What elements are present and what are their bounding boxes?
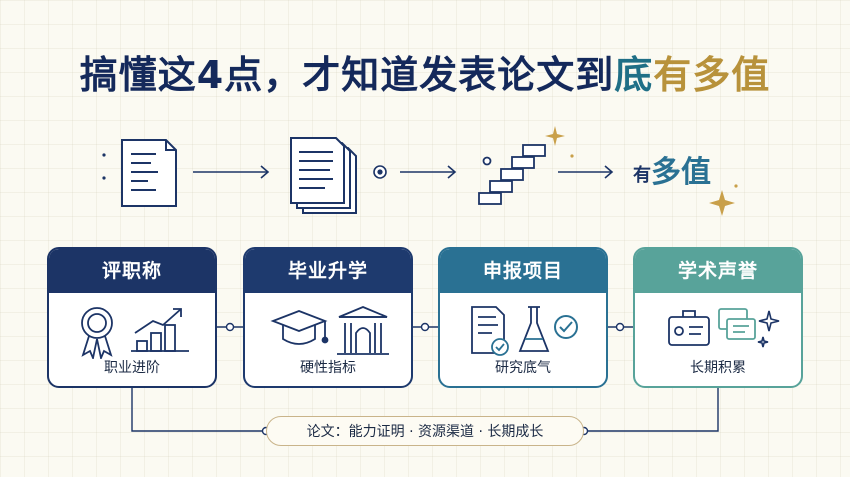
card-subtitle: 长期积累 (690, 360, 746, 376)
dot-decoration (734, 184, 738, 188)
id-card-icon (668, 310, 710, 346)
university-building-icon (337, 306, 389, 355)
card-subtitle: 硬性指标 (300, 360, 356, 376)
process-flow: 有 多值 (102, 126, 738, 216)
arrow-right-icon (558, 165, 614, 179)
card-header: 学术声誉 (635, 249, 801, 293)
sparkle-icon (545, 126, 565, 146)
single-page-document-icon (121, 139, 177, 207)
card-academic-reputation: 学术声誉 长期积累 (633, 247, 803, 388)
card-graduation: 毕业升学 硬性指标 (243, 247, 413, 388)
document-stack-icon (290, 137, 357, 214)
card-icons (270, 306, 389, 355)
rising-bar-chart-icon (131, 308, 189, 352)
card-icons (81, 307, 189, 359)
sparkle-icon (757, 310, 780, 348)
target-dot-icon (373, 165, 387, 179)
end-label-main: 多值 (651, 155, 711, 190)
card-icons (471, 306, 578, 356)
end-label-prefix: 有 (633, 164, 651, 186)
lab-flask-icon (518, 306, 550, 352)
card-icons (668, 308, 780, 348)
dot-decoration (102, 153, 106, 180)
sparkle-icon (709, 190, 735, 216)
arrow-right-icon (400, 165, 457, 179)
arrow-right-icon (193, 165, 270, 179)
staircase-icon (478, 144, 546, 205)
card-subtitle: 研究底气 (495, 360, 551, 376)
title-highlight-teal: 底 (614, 53, 654, 97)
card-header: 毕业升学 (245, 249, 411, 293)
card-header: 评职称 (49, 249, 215, 293)
graduation-cap-icon (270, 310, 329, 345)
award-ribbon-icon (81, 307, 113, 359)
title-highlight-gold: 有多值 (653, 53, 771, 97)
page-title: 搞懂这4点，才知道发表论文到底有多值 (0, 44, 850, 99)
card-project-application: 申报项目 研究底气 (438, 247, 608, 388)
title-main: 搞懂这4点，才知道发表论文到 (79, 53, 615, 97)
summary-pill: 论文：能力证明 · 资源渠道 · 长期成长 (266, 416, 584, 446)
dot-decoration (570, 154, 574, 158)
cards-stack-icon (718, 308, 756, 340)
check-circle-icon (554, 315, 578, 339)
checked-document-icon (471, 306, 509, 356)
card-subtitle: 职业进阶 (104, 360, 160, 376)
card-header: 申报项目 (440, 249, 606, 293)
card-title-evaluation: 评职称 职业进阶 (47, 247, 217, 388)
